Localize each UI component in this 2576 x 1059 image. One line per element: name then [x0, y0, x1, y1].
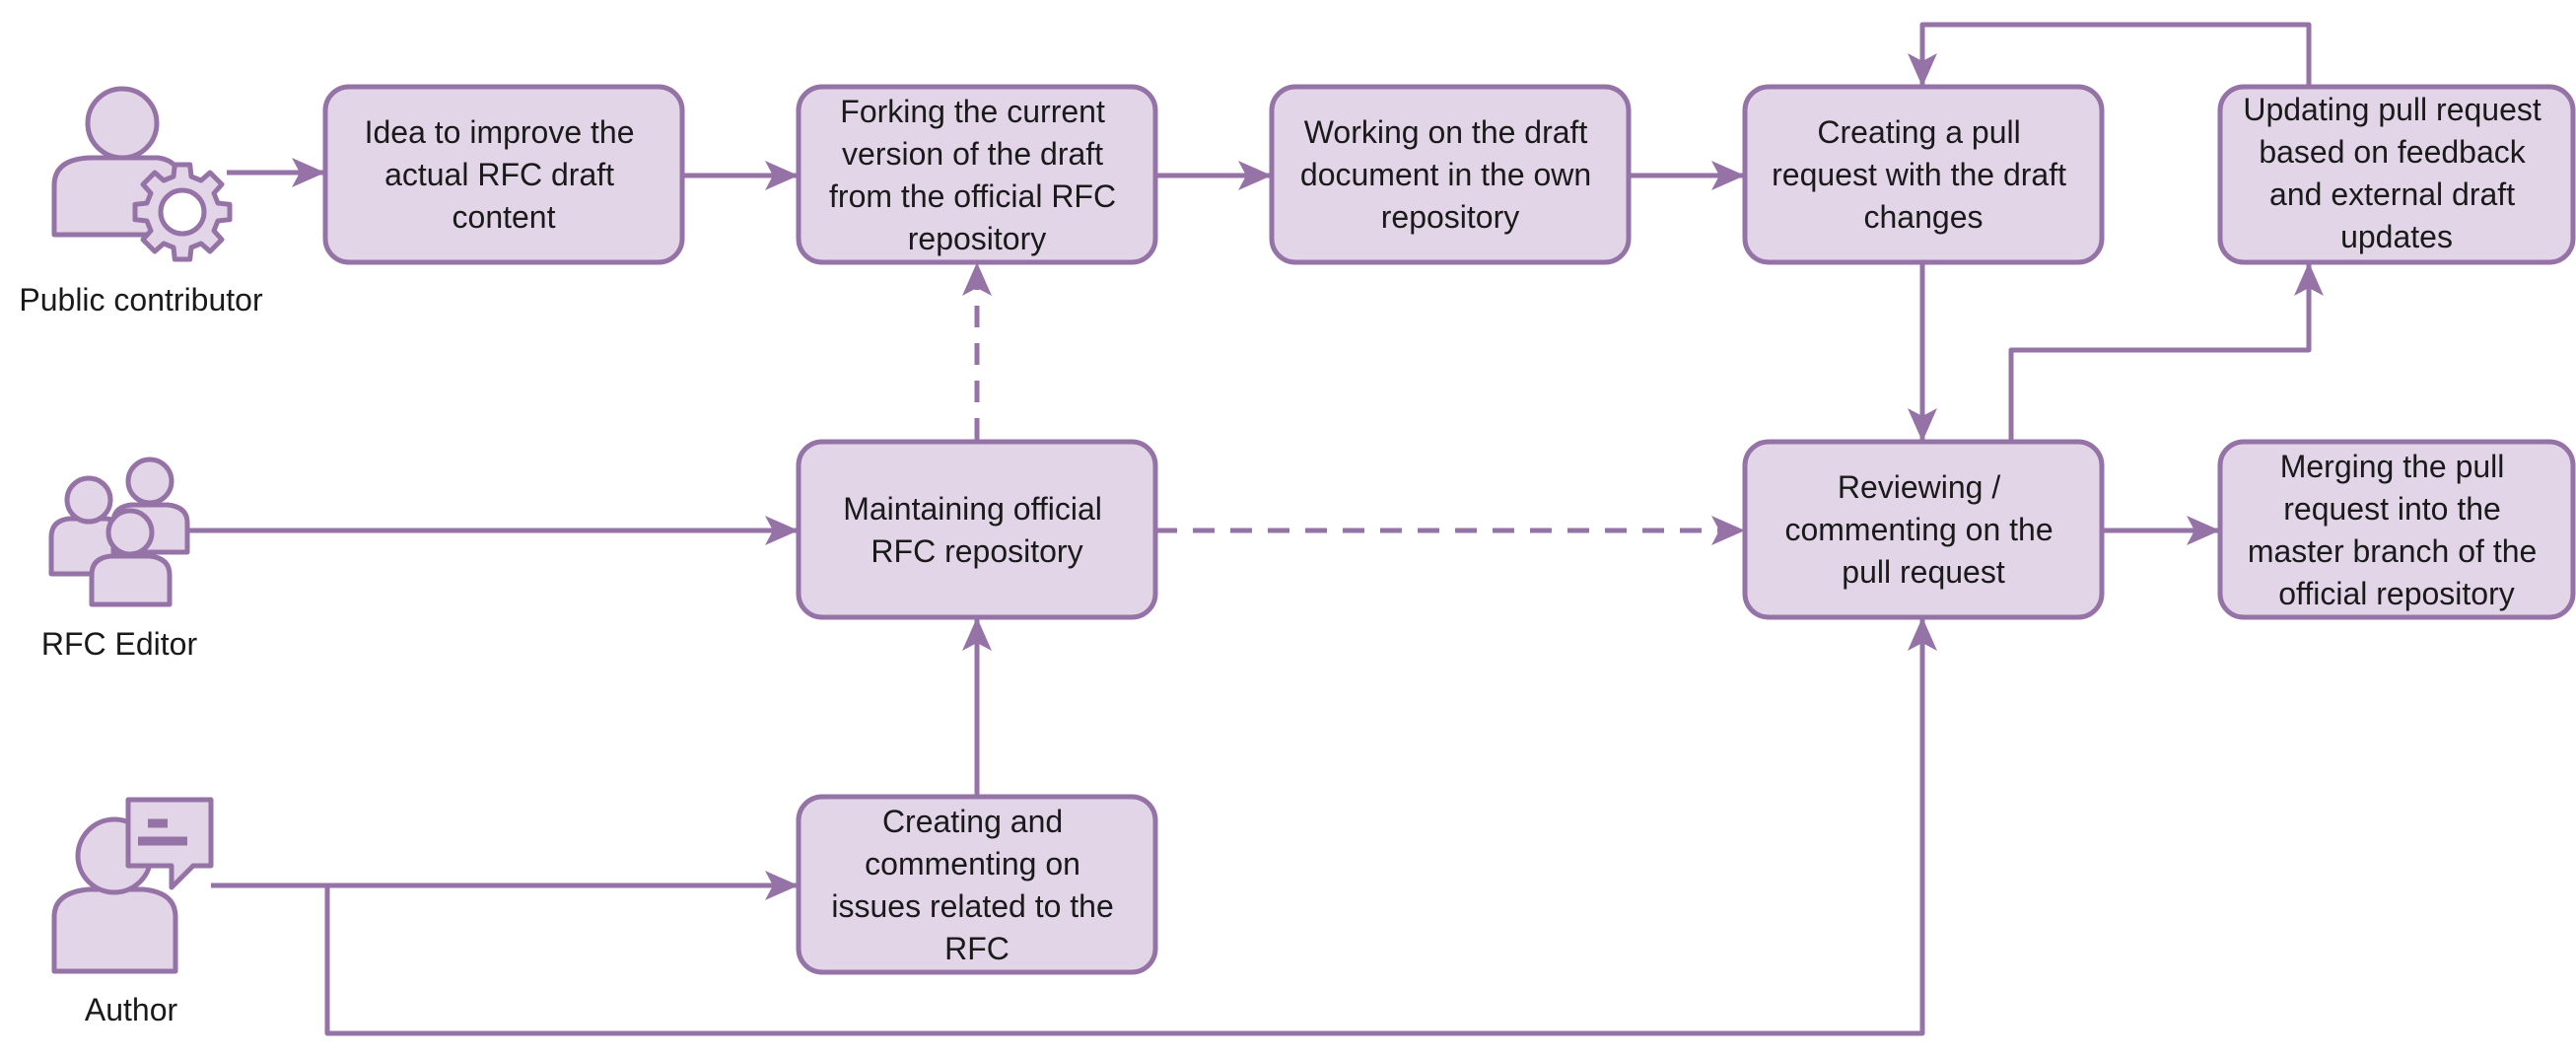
svg-text:Idea to improve the actu: Idea to improve the actual RFC draft con…	[365, 114, 644, 235]
step-creating-pr-line: Creating a pull	[1817, 114, 2020, 150]
step-issues-line: RFC	[944, 931, 1010, 966]
step-merging-line: master branch of the	[2248, 533, 2537, 569]
svg-text:Creating a pull request: Creating a pull request with the draft c…	[1772, 114, 2075, 235]
step-forking-line: version of the draft	[842, 136, 1103, 172]
step-issues-line: Creating and	[882, 804, 1063, 839]
step-working-box: Working on the draft document in the own…	[1269, 84, 1632, 265]
actor-author-label: Author	[85, 992, 178, 1027]
actor-rfc-editor-label: RFC Editor	[41, 626, 198, 662]
connector-reviewing-to-updating-pr	[2008, 262, 2324, 440]
step-issues-box: Creating and commenting on issues relate…	[796, 794, 1158, 975]
svg-text:Creating and commenting: Creating and commenting on issues relate…	[831, 804, 1122, 966]
step-working-line: repository	[1381, 199, 1520, 235]
step-creating-pr-line: changes	[1864, 199, 1984, 235]
step-idea-line: Idea to improve the	[365, 114, 635, 150]
step-updating-pr-line: updates	[2340, 219, 2453, 254]
step-merging-line: Merging the pull	[2280, 449, 2505, 484]
step-forking-line: repository	[908, 221, 1047, 256]
step-issues-line: issues related to the	[831, 888, 1113, 924]
step-reviewing-line: pull request	[1842, 554, 2005, 590]
actor-public-contributor-label: Public contributor	[19, 282, 263, 318]
svg-text:Merging the pull request: Merging the pull request into the master…	[2248, 449, 2545, 611]
step-merging-box: Merging the pull request into the master…	[2217, 439, 2576, 620]
svg-text:Reviewing / commenting o: Reviewing / commenting on the pull reque…	[1784, 469, 2061, 590]
svg-text:Maintaining official RFC: Maintaining official RFC repository	[843, 491, 1111, 569]
step-working-line: Working on the draft	[1304, 114, 1588, 150]
step-creating-pr-line: request with the draft	[1772, 157, 2066, 192]
step-idea-line: actual RFC draft	[384, 157, 614, 192]
step-updating-pr-box: Updating pull request based on feedback …	[2217, 84, 2576, 265]
connector-author-to-reviewing	[324, 617, 1937, 1036]
step-maintaining-line: RFC repository	[870, 533, 1082, 569]
step-updating-pr-line: and external draft	[2269, 176, 2515, 212]
step-updating-pr-line: based on feedback	[2259, 134, 2526, 170]
step-idea-line: content	[453, 199, 556, 235]
step-creating-pr-box: Creating a pull request with the draft c…	[1742, 84, 2105, 265]
svg-text:Forking the current vers: Forking the current version of the draft…	[829, 94, 1125, 256]
step-maintaining-line: Maintaining official	[843, 491, 1102, 527]
svg-text:Updating pull request ba: Updating pull request based on feedback …	[2243, 92, 2549, 254]
connector-updating-pr-to-creating-pr	[1908, 22, 2312, 87]
step-reviewing-box: Reviewing / commenting on the pull reque…	[1742, 439, 2105, 620]
step-idea-box: Idea to improve the actual RFC draft con…	[322, 84, 685, 265]
step-forking-box: Forking the current version of the draft…	[796, 84, 1158, 265]
step-working-line: document in the own	[1300, 157, 1591, 192]
step-issues-line: commenting on	[865, 846, 1080, 882]
step-updating-pr-line: Updating pull request	[2243, 92, 2541, 127]
step-forking-line: from the official RFC	[829, 178, 1116, 214]
svg-text:Working on the draft doc: Working on the draft document in the own…	[1300, 114, 1600, 235]
step-merging-line: request into the	[2283, 491, 2501, 527]
step-reviewing-line: commenting on the	[1784, 512, 2053, 547]
people-group-icon	[48, 457, 190, 607]
speech-bubble-lines	[138, 818, 187, 846]
person-gear-icon	[51, 86, 233, 262]
person-chat-icon	[51, 797, 214, 974]
step-maintaining-box: Maintaining official RFC repository	[796, 439, 1158, 620]
step-reviewing-line: Reviewing /	[1838, 469, 2001, 505]
step-forking-line: Forking the current	[840, 94, 1105, 129]
step-merging-line: official repository	[2278, 576, 2515, 611]
